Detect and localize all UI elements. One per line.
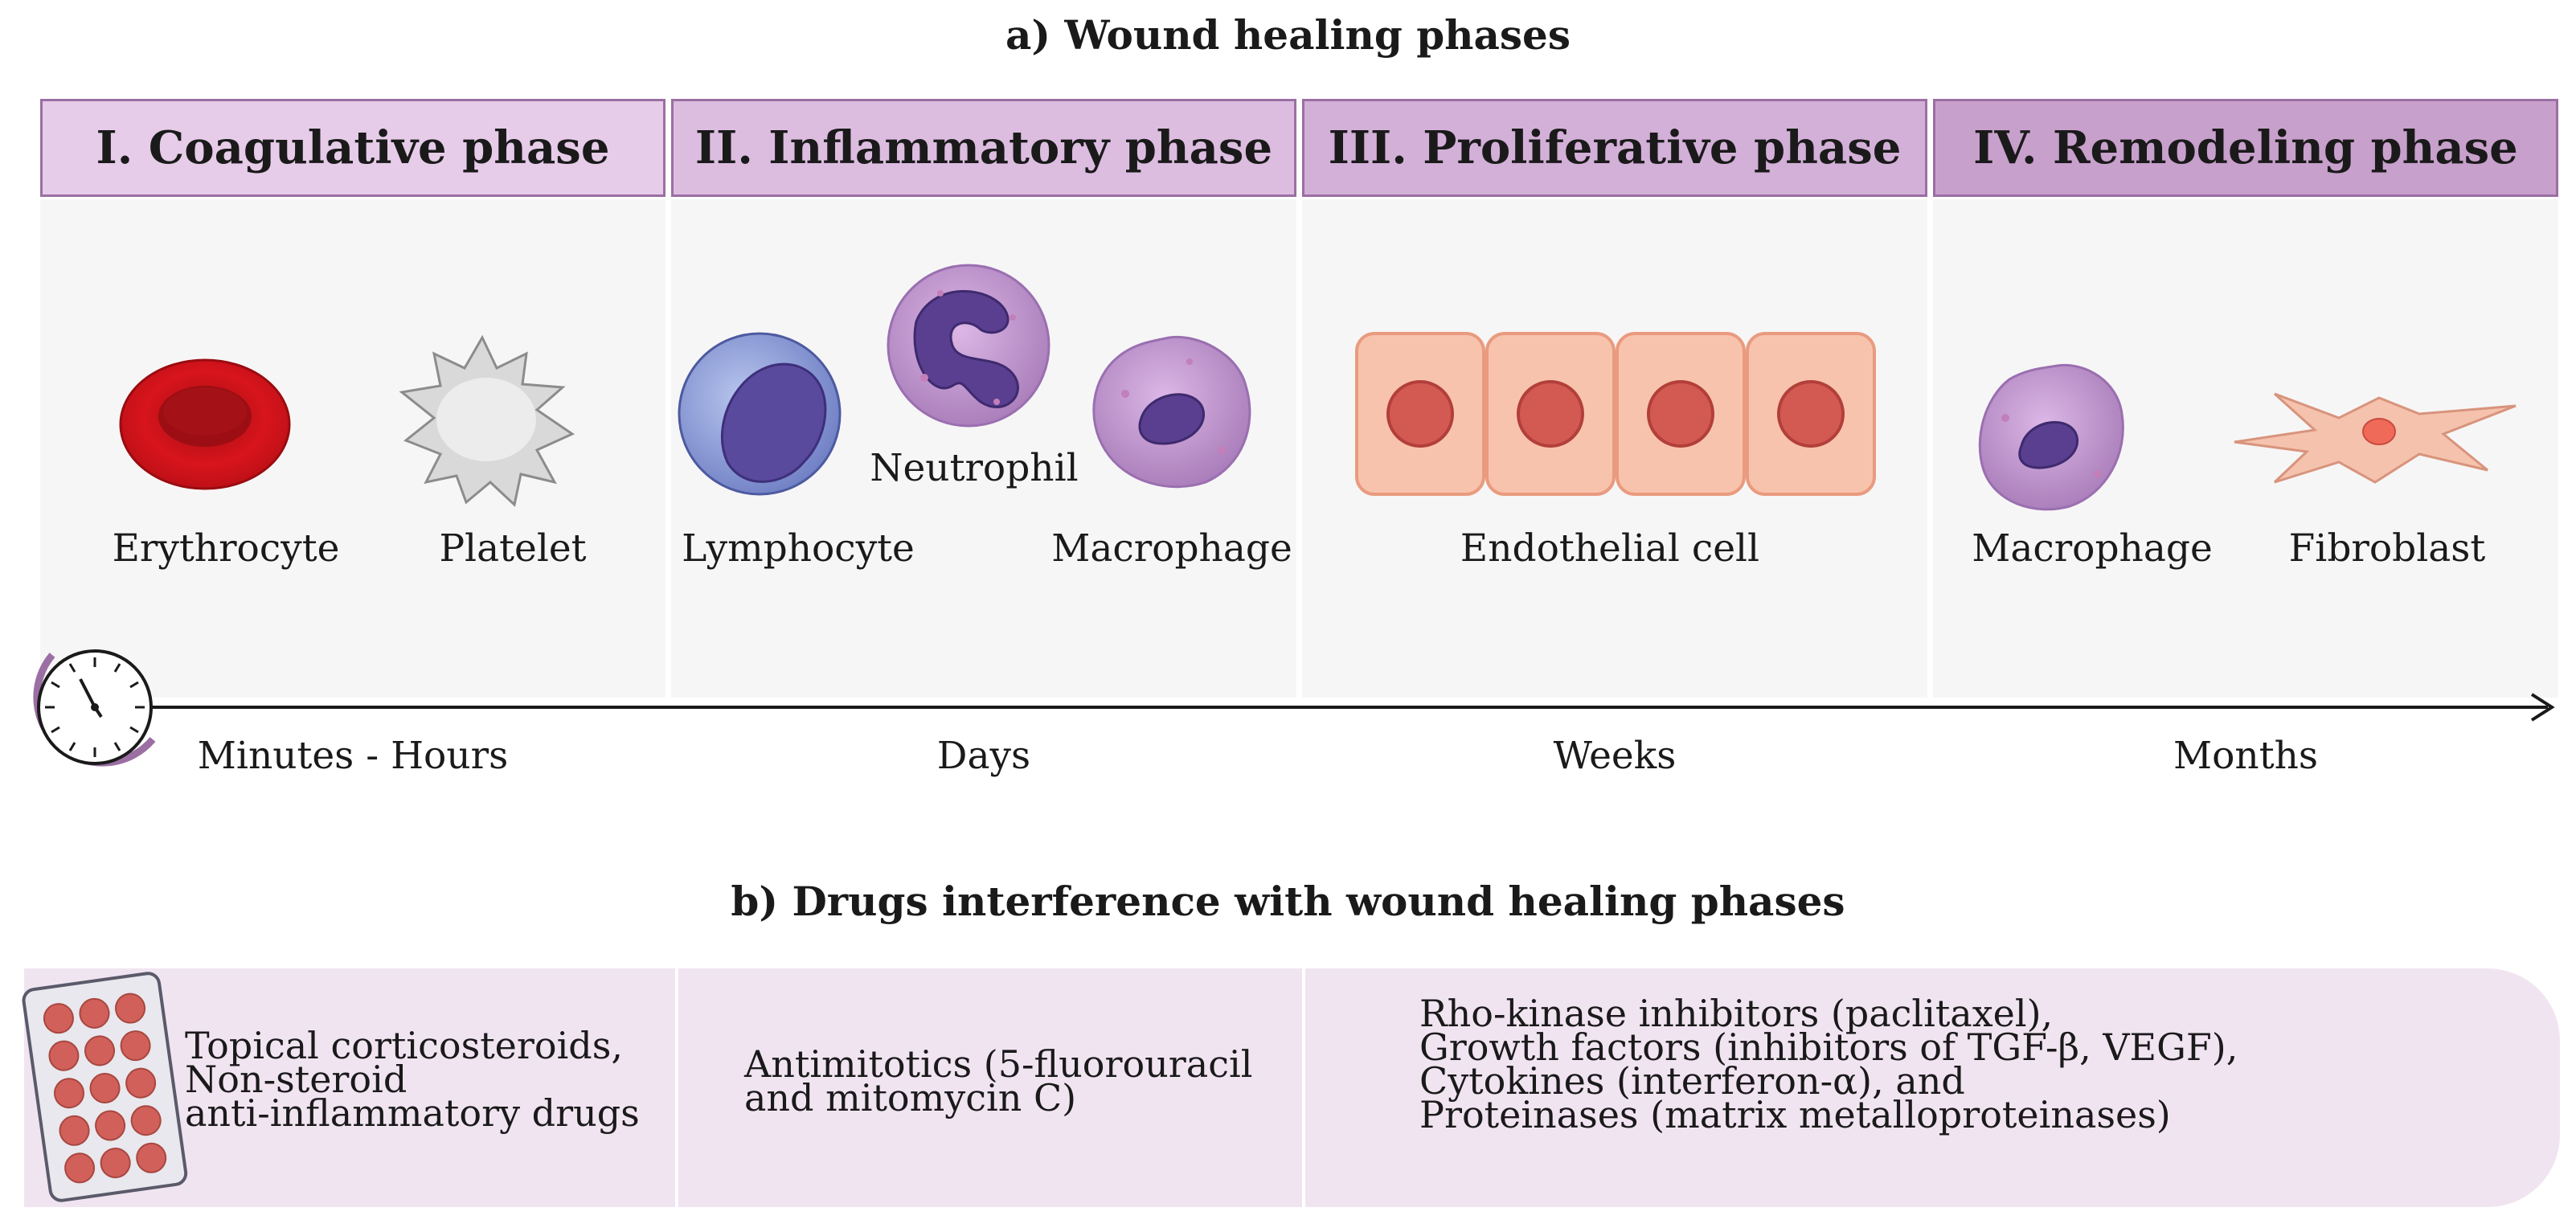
- drug-line: Topical corticosteroids,: [185, 1024, 623, 1067]
- pill-pack-icon: [22, 972, 188, 1202]
- timeline-arrowhead-icon: [2530, 693, 2555, 722]
- platelet-icon: [399, 334, 575, 507]
- timeline-months: Months: [2173, 734, 2318, 778]
- timeline-weeks: Weeks: [1553, 734, 1677, 778]
- macrophage-inflammatory-icon: [1092, 335, 1251, 489]
- label-fibroblast: Fibroblast: [2288, 526, 2486, 571]
- lymphocyte-icon: [678, 332, 842, 496]
- title-drugs-interference: b) Drugs interference with wound healing…: [731, 878, 1845, 925]
- drug-line: Rho-kinase inhibitors (paclitaxel),: [1419, 992, 2054, 1035]
- drug-line: Cytokines (interferon-α), and: [1419, 1059, 1965, 1103]
- phase-remodeling-label: IV. Remodeling phase: [1973, 121, 2518, 174]
- label-erythrocyte: Erythrocyte: [112, 526, 340, 571]
- drug-divider-2: [1302, 968, 1305, 1207]
- erythrocyte-icon: [119, 358, 291, 490]
- fibroblast-icon: [2234, 392, 2517, 484]
- drug-line: Growth factors (inhibitors of TGF-β, VEG…: [1419, 1025, 2238, 1069]
- timeline-minutes-hours: Minutes - Hours: [197, 734, 509, 778]
- timeline: [33, 649, 2555, 767]
- label-endothelial-cell: Endothelial cell: [1460, 526, 1760, 571]
- phase-coagulative-label: I. Coagulative phase: [96, 121, 610, 174]
- label-macrophage-inflammatory: Macrophage: [1051, 526, 1292, 571]
- label-neutrophil: Neutrophil: [870, 446, 1079, 490]
- phase-inflammatory-label: II. Inflammatory phase: [694, 121, 1273, 174]
- drug-line: Proteinases (matrix metalloproteinases): [1419, 1093, 2171, 1136]
- drug-line: Antimitotics (5-fluorouracil: [744, 1042, 1253, 1086]
- drugs-coagulative: Topical corticosteroids, Non-steroid ant…: [185, 1024, 640, 1135]
- drugs-proliferative: Rho-kinase inhibitors (paclitaxel), Grow…: [1419, 992, 2238, 1136]
- phase-coagulative: I. Coagulative phase: [40, 99, 666, 197]
- drugs-inflammatory: Antimitotics (5-fluorouracil and mitomyc…: [744, 1042, 1253, 1120]
- label-macrophage-remodeling: Macrophage: [1972, 526, 2213, 571]
- cell-illustrations: [119, 264, 2517, 511]
- label-platelet: Platelet: [439, 526, 587, 571]
- label-lymphocyte: Lymphocyte: [682, 526, 915, 571]
- clock-icon: [33, 649, 156, 767]
- endothelial-cells-icon: [1355, 332, 1876, 496]
- drug-divider-1: [675, 968, 678, 1207]
- macrophage-remodeling-icon: [1978, 363, 2124, 511]
- phase-remodeling: IV. Remodeling phase: [1933, 99, 2558, 197]
- drug-band: [24, 968, 2560, 1207]
- phase-inflammatory: II. Inflammatory phase: [671, 99, 1296, 197]
- timeline-days: Days: [936, 734, 1031, 778]
- drug-line: Non-steroid: [185, 1058, 407, 1101]
- phase-proliferative: III. Proliferative phase: [1302, 99, 1927, 197]
- neutrophil-icon: [887, 264, 1050, 428]
- title-wound-healing-phases: a) Wound healing phases: [1005, 11, 1571, 59]
- phase-proliferative-label: III. Proliferative phase: [1328, 121, 1902, 174]
- drug-line: and mitomycin C): [744, 1076, 1077, 1120]
- drug-line: anti-inflammatory drugs: [185, 1091, 640, 1135]
